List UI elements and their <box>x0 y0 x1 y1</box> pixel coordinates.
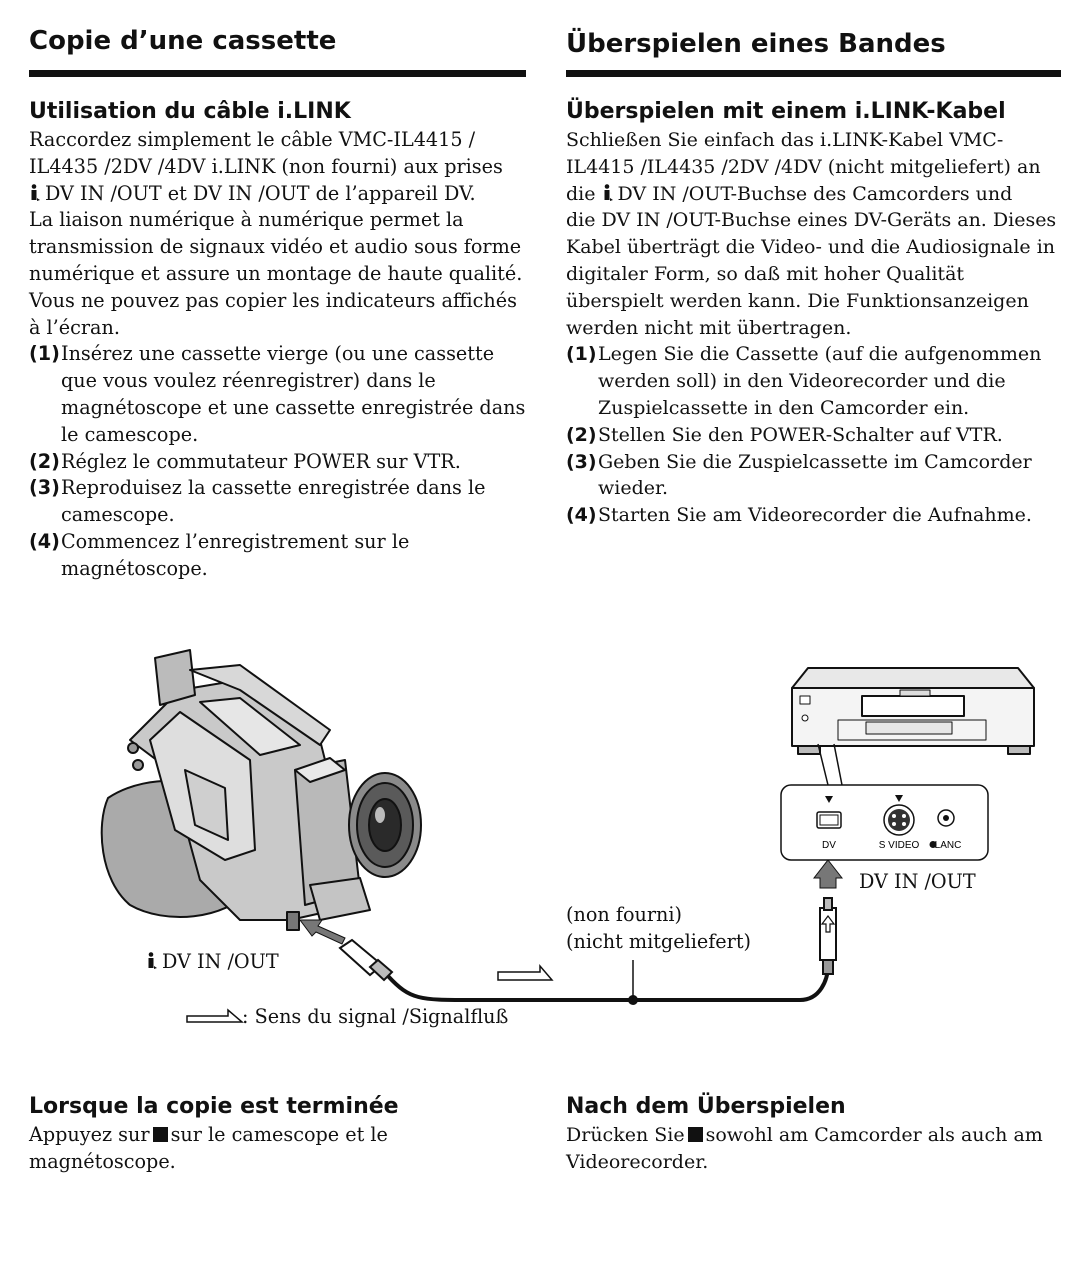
ilink-cable <box>386 964 830 1002</box>
intro-de-line3a: die <box>566 182 596 205</box>
intro-fr-line2: IL4435 /2DV /4DV i.LINK (non fourni) aux… <box>29 154 503 178</box>
intro-de-rest: die DV IN /OUT-Buchse eines DV-Geräts an… <box>566 209 1057 339</box>
step-2-de: (2)Stellen Sie den POWER-Schalter auf VT… <box>566 423 1003 446</box>
steps-fr: (1)Insérez une cassette vierge (ou une c… <box>29 341 526 582</box>
signal-direction-arrow <box>497 963 554 981</box>
page-title-de: Überspielen eines Bandes <box>566 29 946 59</box>
arrow-down-icon <box>825 796 833 803</box>
signal-arrow-into-camcorder <box>299 919 346 945</box>
section-title-de: Überspielen mit einem i.LINK-Kabel <box>566 99 1006 124</box>
cable-note-de: (nicht mitgeliefert) <box>566 930 752 953</box>
stop-icon <box>152 1127 168 1142</box>
step-3-de: (3)Geben Sie die Zuspielcassette im Camc… <box>566 450 1032 500</box>
lanc-icon <box>929 841 937 848</box>
page-title-fr: Copie d’une cassette <box>29 26 337 56</box>
cable-plug-vcr <box>819 897 837 975</box>
end-title-fr: Lorsque la copie est terminée <box>29 1094 399 1119</box>
section-ilink-de: Überspielen mit einem i.LINK-Kabel Schli… <box>566 97 1061 529</box>
camcorder-illustration <box>100 649 422 931</box>
para-digital-fr: La liaison numérique à numérique permet … <box>29 208 523 285</box>
dv-jack <box>816 811 842 829</box>
end-title-de: Nach dem Überspielen <box>566 1094 846 1119</box>
intro-fr: Raccordez simplement le câble VMC-IL4415… <box>29 127 526 207</box>
arrow-down-icon <box>895 795 903 802</box>
dv-jack-label: DV <box>822 840 836 851</box>
steps-de: (1)Legen Sie die Cassette (auf die aufge… <box>566 341 1061 529</box>
step-1-fr: (1)Insérez une cassette vierge (ou une c… <box>29 342 526 446</box>
signal-legend-arrow <box>186 1008 245 1023</box>
step-1-de: (1)Legen Sie die Cassette (auf die aufge… <box>566 343 1042 419</box>
signal-arrow-into-vcr <box>812 859 844 889</box>
step-2-fr: (2)Réglez le commutateur POWER sur VTR. <box>29 449 461 473</box>
intro-de-line1: Schließen Sie einfach das i.LINK-Kabel V… <box>566 129 1004 151</box>
signal-legend-text: : Sens du signal /Signalfluß <box>242 1005 509 1028</box>
camcorder-port-label: DV IN /OUT <box>146 949 279 976</box>
section-after-copy-fr: Lorsque la copie est terminée Appuyez su… <box>29 1092 526 1176</box>
title-rule-de <box>566 70 1061 77</box>
ilink-icon <box>146 951 158 969</box>
intro-de: Schließen Sie einfach das i.LINK-Kabel V… <box>566 127 1061 341</box>
stop-icon <box>687 1127 703 1142</box>
intro-de-line2: IL4415 /IL4435 /2DV /4DV (nicht mitgelie… <box>566 155 1041 178</box>
lanc-jack <box>937 809 955 827</box>
para-indicators-fr: Vous ne pouvez pas copier les indicateur… <box>29 288 517 339</box>
connection-diagram: DV S VIDEO LANC <box>100 649 1035 1023</box>
intro-fr-line3: DV IN /OUT et DV IN /OUT de l’appareil D… <box>45 181 476 205</box>
svideo-jack-label: S VIDEO <box>879 840 920 851</box>
section-title-fr: Utilisation du câble i.LINK <box>29 99 351 124</box>
step-4-de: (4)Starten Sie am Videorecorder die Aufn… <box>566 504 1032 527</box>
ilink-icon <box>602 183 614 201</box>
cable-note-fr: (non fourni) <box>566 903 683 926</box>
svideo-jack <box>883 804 915 836</box>
lanc-jack-label: LANC <box>935 840 962 851</box>
section-ilink-fr: Utilisation du câble i.LINK Raccordez si… <box>29 97 526 583</box>
cable-plug-camcorder <box>338 938 394 982</box>
intro-de-line3b: DV IN /OUT-Buchse des Camcorders und <box>617 182 1013 205</box>
vcr-illustration <box>791 667 1035 755</box>
title-rule-fr <box>29 70 526 77</box>
intro-fr-line1: Raccordez simplement le câble VMC-IL4415… <box>29 128 476 151</box>
ilink-icon <box>29 183 41 201</box>
step-4-fr: (4)Commencez l’enregistrement sur le mag… <box>29 529 410 580</box>
vcr-port-label: DV IN /OUT <box>859 870 976 893</box>
step-3-fr: (3)Reproduisez la cassette enregistrée d… <box>29 476 486 527</box>
vcr-jack-panel: DV S VIDEO LANC <box>780 784 989 861</box>
